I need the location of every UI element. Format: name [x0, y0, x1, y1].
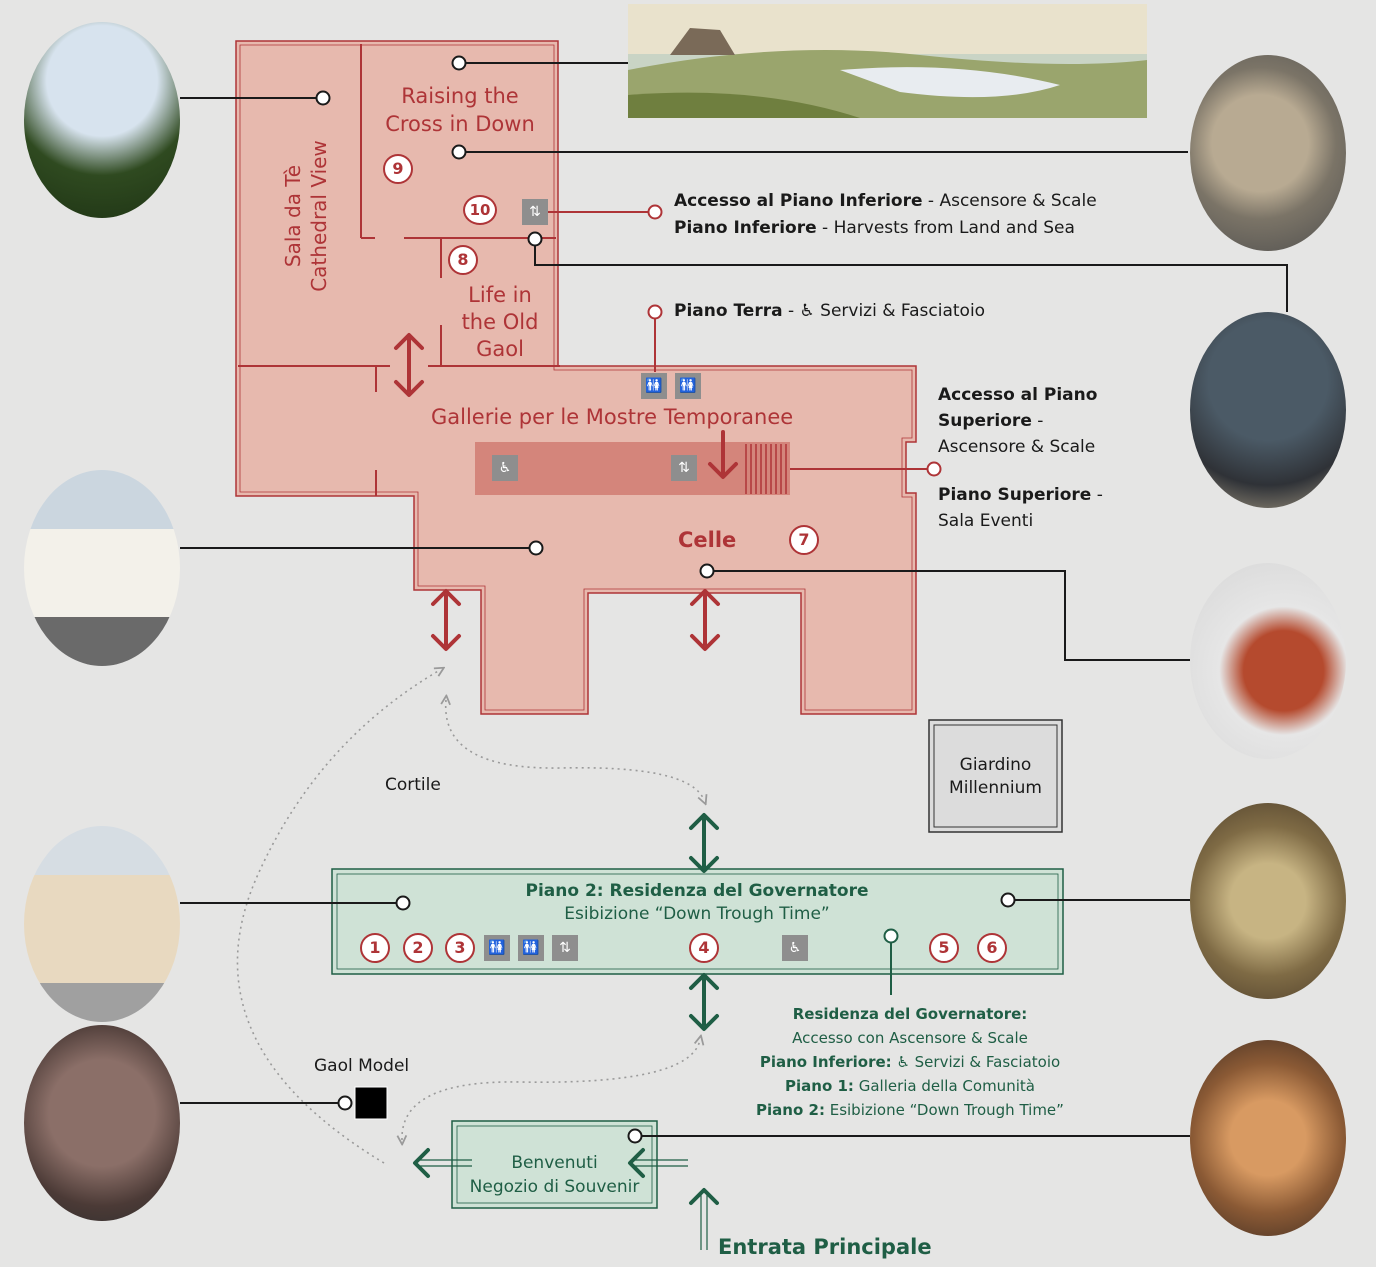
gov-line: Piano 1: Galleria della Comunità	[785, 1077, 1035, 1095]
upper-access-callout: Accesso al Piano Superiore - Ascensore &…	[938, 385, 1098, 457]
toilets-icon: 🚻	[484, 935, 510, 961]
accessible-icon: ♿	[492, 455, 518, 481]
gov-line: Residenza del Governatore:	[792, 1005, 1028, 1023]
internal-walls	[238, 44, 560, 496]
lift-icon: ⇅	[552, 935, 578, 961]
old-gaol-building	[235, 40, 917, 715]
governor-callout: Residenza del Governatore: Accesso con A…	[720, 1002, 1100, 1122]
harvests-exhibit-photo	[1190, 312, 1346, 508]
governor-subtitle: Esibizione “Down Trough Time”	[564, 904, 830, 924]
gift-shop-label: Benvenuti Negozio di Souvenir	[469, 1153, 640, 1197]
toilets-icon: 🚻	[675, 373, 701, 399]
temporary-galleries-label: Gallerie per le Mostre Temporanee	[431, 405, 794, 429]
raising-cross-label: Raising the Cross in Down	[385, 84, 535, 136]
gov-line: Piano Inferiore: ♿ Servizi & Fasciatoio	[759, 1053, 1061, 1071]
marker-5: 5	[929, 933, 959, 963]
tea-room-label: Sala da Tè Cathedral View	[281, 140, 331, 292]
governor-title: Piano 2: Residenza del Governatore	[525, 881, 869, 901]
lift-icon: ⇅	[522, 199, 548, 225]
marker-9: 9	[383, 154, 413, 184]
dotted-paths	[236, 670, 704, 1164]
gaol-model-photo	[24, 1025, 180, 1221]
toilets-icon: 🚻	[641, 373, 667, 399]
main-entrance-label: Entrata Principale	[718, 1235, 932, 1259]
life-old-gaol-label: Life in the Old Gaol	[461, 283, 539, 361]
gaol-model-marker	[354, 1086, 388, 1120]
landscape-painting	[628, 4, 1147, 118]
gaol-model-label: Gaol Model	[314, 1056, 410, 1076]
cells-label: Celle	[678, 528, 737, 552]
toilets-icon: 🚻	[518, 935, 544, 961]
ground-floor-callout: Piano Terra - ♿ Servizi & Fasciatoio	[674, 301, 986, 321]
gift-shop-photo	[1190, 1040, 1346, 1236]
cathedral-photo	[24, 22, 180, 218]
stairs	[745, 444, 787, 494]
millennium-garden-label: Giardino Millennium	[949, 755, 1042, 798]
leader-lines	[180, 62, 1288, 1137]
temporary-gallery-corridor	[475, 442, 790, 495]
gaol-building-photo	[24, 470, 180, 666]
gov-line: Accesso con Ascensore & Scale	[792, 1029, 1028, 1047]
marker-2: 2	[403, 933, 433, 963]
celtic-cross-photo	[1190, 55, 1346, 251]
marker-8: 8	[448, 245, 478, 275]
marker-4: 4	[689, 933, 719, 963]
lift-icon: ⇅	[671, 455, 697, 481]
millennium-garden-box	[928, 719, 1063, 833]
accessible-icon: ♿	[782, 935, 808, 961]
green-arrows	[413, 813, 719, 1205]
marker-3: 3	[445, 933, 475, 963]
costumed-guide-photo	[1190, 563, 1346, 759]
governor-house-photo	[24, 826, 180, 1022]
marker-7: 7	[789, 525, 819, 555]
marker-1: 1	[360, 933, 390, 963]
lower-access-callout: Accesso al Piano Inferiore - Ascensore &…	[674, 191, 1097, 238]
red-double-arrows	[394, 333, 738, 651]
leader-dots	[315, 55, 1016, 1144]
upper-floor-callout: Piano Superiore - Sala Eventi	[938, 485, 1103, 531]
marker-6: 6	[977, 933, 1007, 963]
museum-cases-photo	[1190, 803, 1346, 999]
marker-10: 10	[463, 195, 497, 225]
courtyard-label: Cortile	[385, 775, 441, 795]
gov-line: Piano 2: Esibizione “Down Trough Time”	[756, 1101, 1064, 1119]
